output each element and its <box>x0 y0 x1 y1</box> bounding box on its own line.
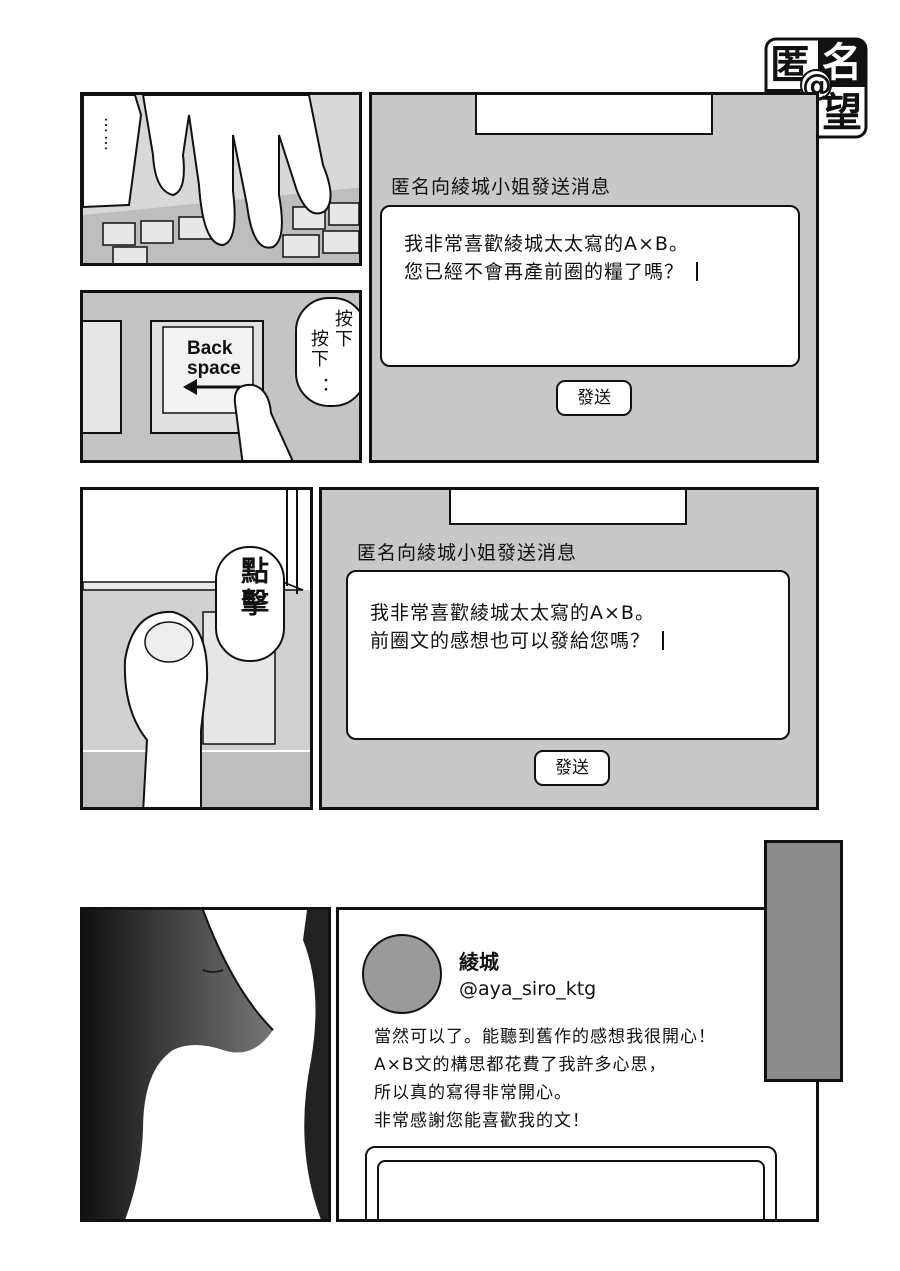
message-line-1: 我非常喜歡綾城太太寫的A×B。 <box>370 602 655 624</box>
reply-composer-input[interactable] <box>377 1160 765 1219</box>
screen-top-tab <box>449 490 687 525</box>
panel-mouse-click: 點擊 <box>80 487 313 810</box>
ellipsis-thought: …… <box>101 117 120 153</box>
sfx-dots: ： <box>310 377 331 397</box>
sfx-press-1: 按下 <box>332 309 353 349</box>
panel-backspace: Back space 按下 按下 ： <box>80 290 362 463</box>
screen-top-tab <box>475 95 713 135</box>
tweet-line-4: 非常感謝您能喜歡我的文！ <box>374 1111 590 1131</box>
user-avatar[interactable] <box>362 934 442 1014</box>
panel-tweet-reply: 綾城 @aya_siro_ktg 當然可以了。能聽到舊作的感想我很開心！ A×B… <box>336 907 819 1222</box>
user-display-name[interactable]: 綾城 <box>459 950 499 974</box>
tweet-line-2: A×B文的構思都花費了我許多心思， <box>374 1055 667 1075</box>
tweet-line-3: 所以真的寫得非常開心。 <box>374 1083 572 1103</box>
form-title: 匿名向綾城小姐發送消息 <box>391 176 612 198</box>
text-caret <box>662 631 665 650</box>
mouse-hand-illustration <box>83 490 310 807</box>
sfx-bubble <box>215 546 285 662</box>
send-button[interactable]: 發送 <box>534 750 610 786</box>
woman-illustration <box>83 910 328 1219</box>
message-line-2: 您已經不會再產前圈的糧了嗎？ <box>404 257 699 284</box>
panel-keyboard-hand: …… <box>80 92 362 266</box>
message-textarea[interactable]: 我非常喜歡綾城太太寫的A×B。 前圈文的感想也可以發給您嗎？ <box>346 570 790 740</box>
send-button[interactable]: 發送 <box>556 380 632 416</box>
panel-message-form-1: 匿名向綾城小姐發送消息 我非常喜歡綾城太太寫的A×B。 您已經不會再產前圈的糧了… <box>369 92 819 463</box>
sfx-click: 點擊 <box>237 556 270 620</box>
sfx-bubble <box>295 297 359 407</box>
text-caret <box>696 262 699 281</box>
keyboard-hand-illustration <box>83 95 359 263</box>
message-line-1: 我非常喜歡綾城太太寫的A×B。 <box>404 233 689 255</box>
user-handle[interactable]: @aya_siro_ktg <box>459 978 597 1000</box>
form-title: 匿名向綾城小姐發送消息 <box>357 542 578 564</box>
panel-woman-face <box>80 907 331 1222</box>
sfx-press-2: 按下 <box>308 329 329 369</box>
panel-message-form-2: 匿名向綾城小姐發送消息 我非常喜歡綾城太太寫的A×B。 前圈文的感想也可以發給您… <box>319 487 819 810</box>
backspace-key-label-line2: space <box>187 358 241 379</box>
tweet-line-1: 當然可以了。能聽到舊作的感想我很開心！ <box>374 1027 716 1047</box>
logo-char-4: 望 <box>822 90 862 136</box>
backspace-key-label-line1: Back <box>187 338 233 359</box>
screen-side-bar <box>764 840 843 1082</box>
message-line-2: 前圈文的感想也可以發給您嗎？ <box>370 626 665 653</box>
message-textarea[interactable]: 我非常喜歡綾城太太寫的A×B。 您已經不會再產前圈的糧了嗎？ <box>380 205 800 367</box>
